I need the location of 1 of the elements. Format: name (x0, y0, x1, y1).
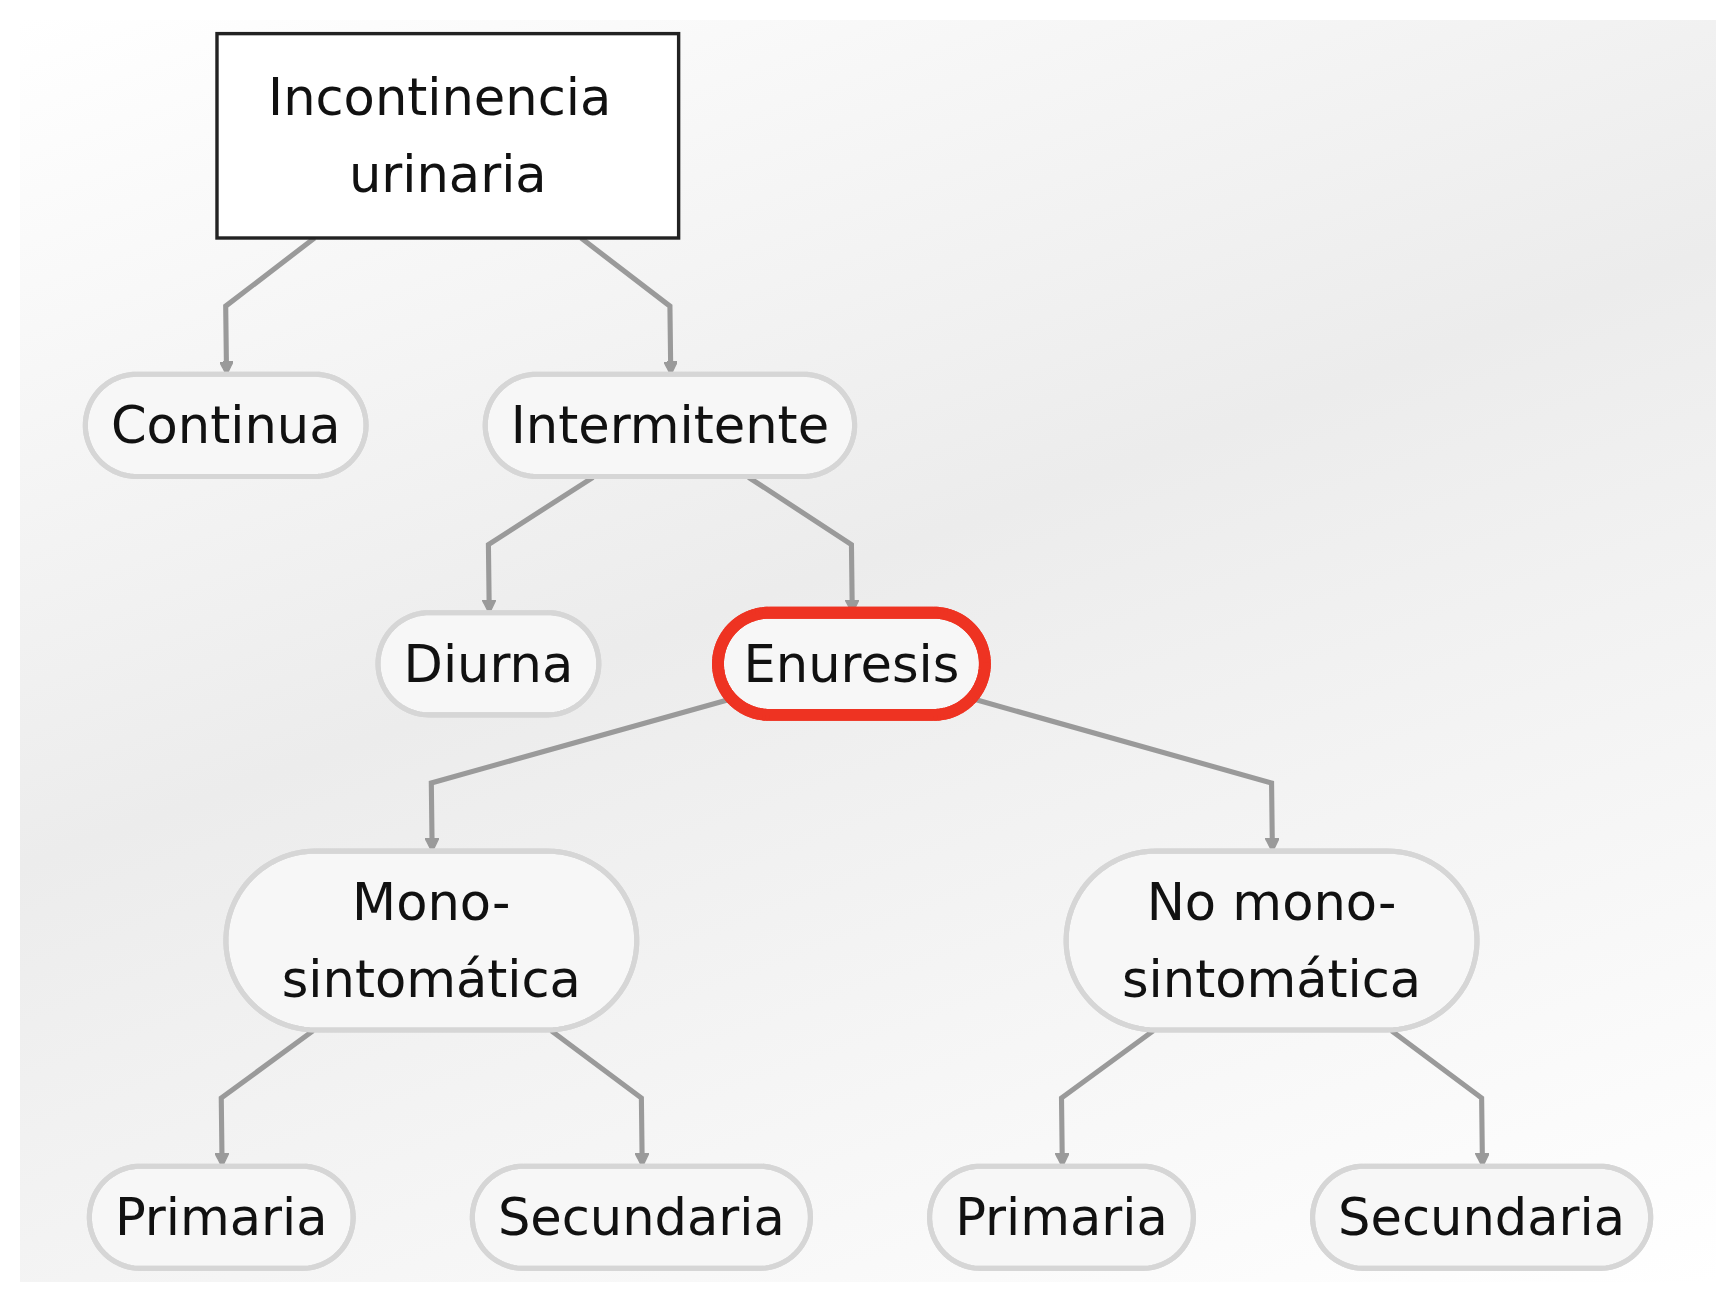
node-box: Incontinencia urinaria (215, 31, 681, 240)
